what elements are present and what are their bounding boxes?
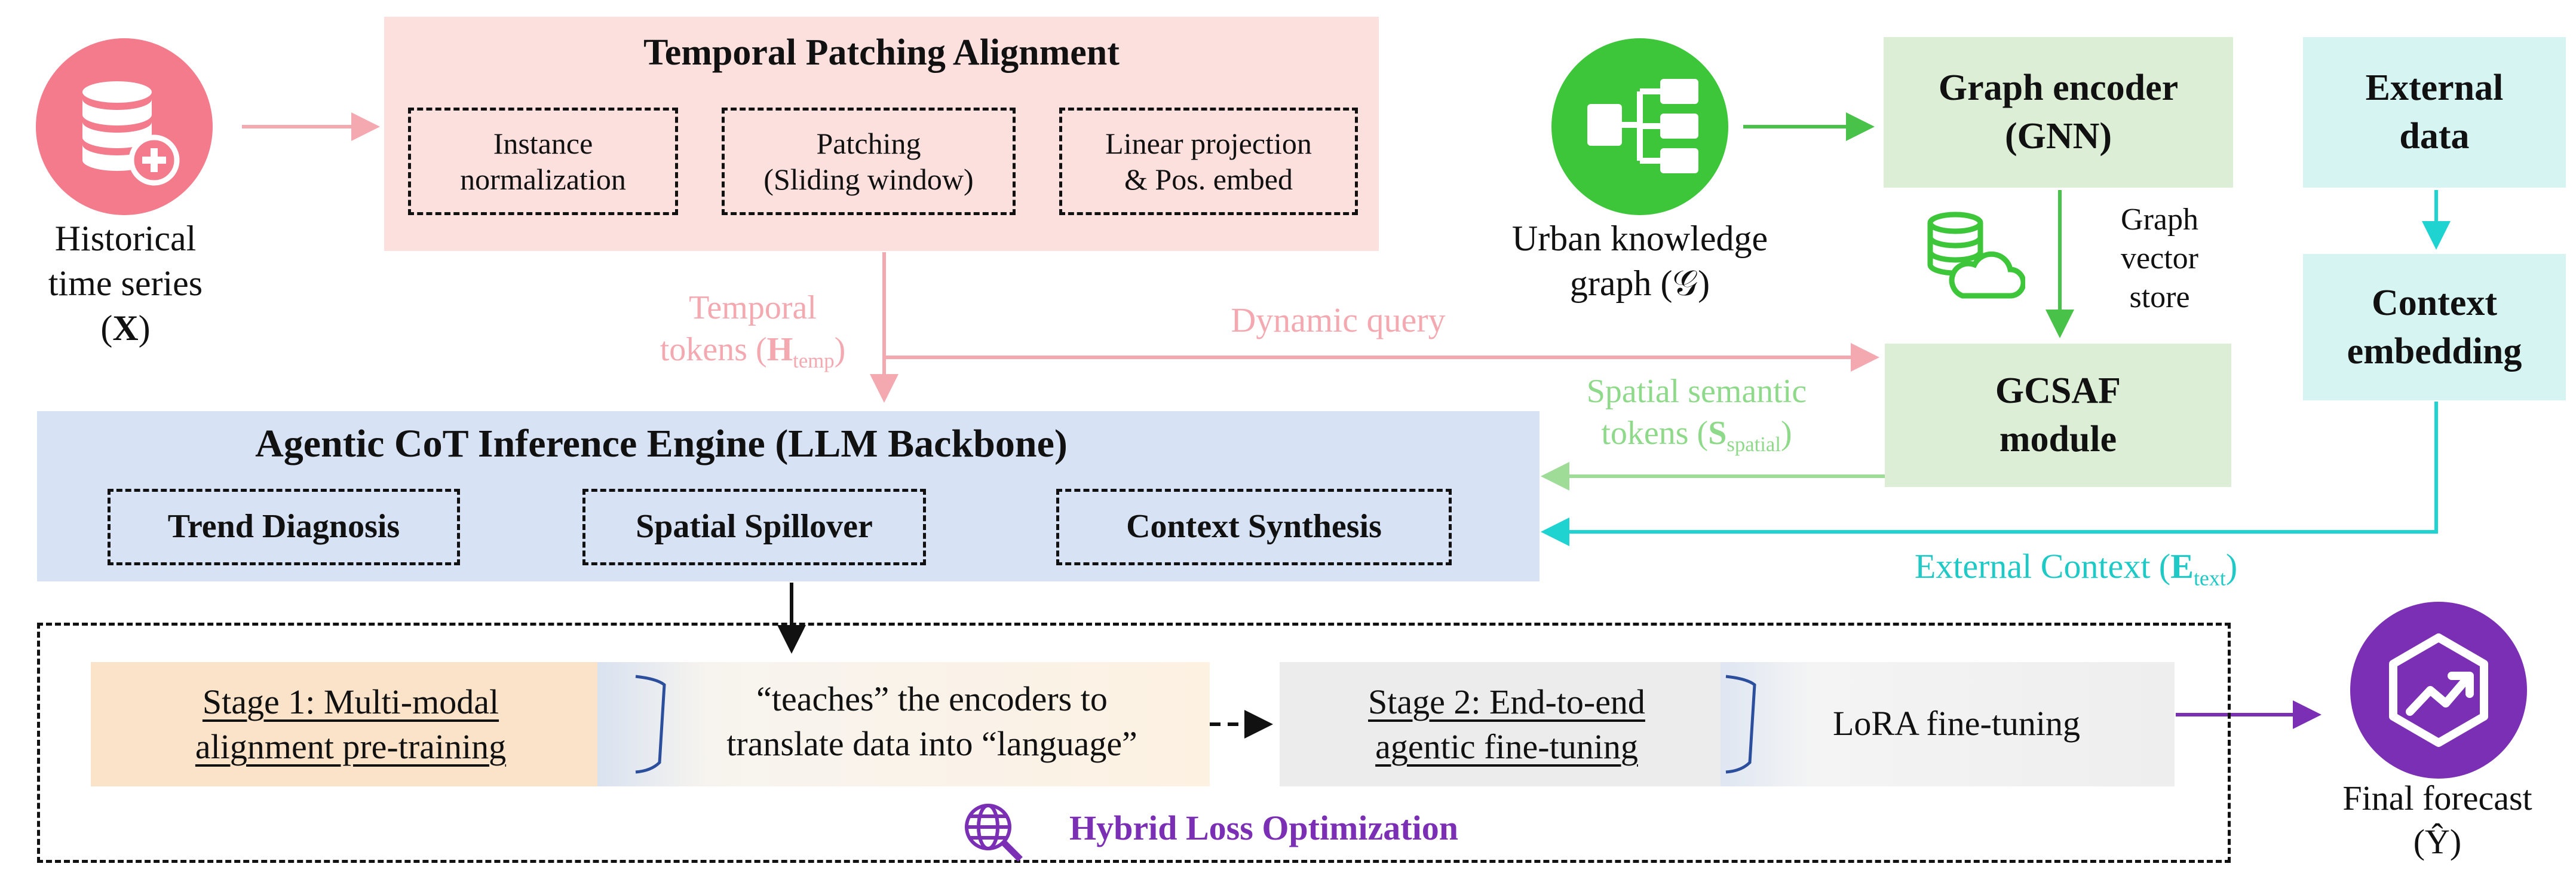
stage2-box: Stage 2: End-to-end agentic fine-tuning — [1280, 662, 1734, 786]
tpa-title: Temporal Patching Alignment — [643, 32, 1120, 73]
instance-normalization-line1: Instance — [493, 127, 593, 160]
temporal-tokens-sub: temp — [793, 349, 835, 373]
trend-diagnosis-label: Trend Diagnosis — [167, 508, 400, 546]
stage2-desc-box — [1721, 662, 2175, 786]
spatial-tokens-label: Spatial semantic tokens (Sspatial) — [1529, 370, 1864, 458]
spatial-spillover-box: Spatial Spillover — [582, 489, 926, 565]
temporal-tokens-line1: Temporal — [689, 289, 817, 326]
urban-kg-line1: Urban knowledge — [1511, 219, 1768, 258]
historical-time-series-label: Historical time series (X) — [24, 216, 227, 351]
gcsaf-line1: GCSAF — [1995, 370, 2121, 412]
spatial-tokens-sub: spatial — [1726, 433, 1781, 457]
cot-inference-engine-box — [37, 411, 1540, 581]
stage1-desc-box — [597, 662, 1210, 786]
historical-line2: time series (X) — [24, 261, 227, 351]
training-dashed-container — [37, 623, 2231, 863]
stage2-line1: Stage 2: End-to-end — [1368, 682, 1645, 721]
linear-projection-line2: & Pos. embed — [1124, 163, 1293, 196]
context-embedding-line1: Context — [2371, 282, 2498, 323]
arrow-context-to-cot — [1541, 402, 2438, 546]
stage1-desc-line2: translate data into “language” — [726, 724, 1137, 764]
historical-line2-post: ) — [138, 308, 151, 348]
external-context-post: ) — [2225, 547, 2238, 586]
gcsaf-line2: module — [1999, 419, 2117, 460]
final-forecast-line2: (Ŷ) — [2413, 822, 2462, 861]
historical-line1: Historical — [54, 219, 197, 258]
graph-encoder-line1: Graph encoder — [1938, 68, 2179, 109]
graph-vector-store-line2: vector — [2121, 241, 2198, 275]
final-forecast-label: Final forecast (Ŷ) — [2318, 777, 2557, 863]
stage2-line2: agentic fine-tuning — [1375, 727, 1638, 766]
spatial-tokens-symbol: S — [1708, 415, 1727, 452]
graph-vector-store-label: Graph vector store — [2079, 200, 2240, 317]
database-cloud-icon — [1921, 206, 2026, 305]
linear-projection-box: Linear projection& Pos. embed — [1059, 108, 1358, 215]
context-synthesis-box: Context Synthesis — [1056, 489, 1452, 565]
hybrid-loss-label: Hybrid Loss Optimization — [1069, 808, 1458, 847]
temporal-tokens-post: ) — [834, 331, 846, 368]
graph-vector-store-line3: store — [2129, 280, 2190, 314]
temporal-tokens-line2: tokens (Htemp) — [633, 329, 872, 374]
final-forecast-line1: Final forecast — [2342, 779, 2532, 817]
external-context-symbol: E — [2170, 547, 2194, 586]
temporal-patching-alignment-box — [384, 17, 1379, 251]
spatial-tokens-line2: tokens (Sspatial) — [1529, 412, 1864, 458]
external-data-box: External data — [2303, 37, 2566, 188]
dynamic-query-label: Dynamic query — [1231, 301, 1446, 339]
temporal-tokens-pre: tokens ( — [660, 331, 767, 368]
stage2-bracket-shape — [1725, 675, 1756, 774]
urban-kg-line2: graph (𝒢) — [1569, 264, 1710, 303]
stage1-bracket-shape — [635, 675, 666, 774]
database-add-icon — [35, 37, 214, 216]
chart-trend-up-icon — [2349, 601, 2528, 780]
gcsaf-module-box: GCSAF module — [1885, 344, 2231, 487]
historical-line2-pre: time series ( — [48, 264, 203, 348]
patching-line1: Patching — [816, 127, 921, 160]
stage1-line1: Stage 1: Multi-modal — [202, 682, 499, 721]
temporal-tokens-symbol: H — [766, 331, 793, 368]
external-context-pre: External Context ( — [1914, 547, 2171, 586]
trend-diagnosis-box: Trend Diagnosis — [108, 489, 460, 565]
external-context-sub: text — [2193, 566, 2226, 590]
external-context-label: External Context (Etext) — [1882, 545, 2270, 592]
context-embedding-box: Context embedding — [2303, 254, 2566, 400]
linear-projection-line1: Linear projection — [1105, 127, 1312, 160]
stage1-desc-line1: “teaches” the encoders to — [756, 679, 1108, 718]
temporal-tokens-label: Temporal tokens (Htemp) — [633, 287, 872, 374]
search-globe-icon — [962, 801, 1025, 863]
graph-encoder-line2: (GNN) — [2004, 116, 2112, 157]
spatial-tokens-post: ) — [1781, 415, 1792, 452]
stage1-box: Stage 1: Multi-modal alignment pre-traini… — [91, 662, 611, 786]
context-synthesis-label: Context Synthesis — [1126, 508, 1382, 546]
historical-symbol: X — [112, 308, 139, 348]
instance-normalization-line2: normalization — [460, 163, 626, 196]
graph-vector-store-line1: Graph — [2121, 203, 2198, 237]
graph-encoder-box: Graph encoder (GNN) — [1884, 37, 2233, 188]
stage2-desc-label: LoRA fine-tuning — [1832, 704, 2080, 743]
context-embedding-line2: embedding — [2347, 330, 2522, 372]
stage1-line2: alignment pre-training — [195, 727, 507, 766]
external-data-line1: External — [2365, 68, 2504, 109]
cot-title: Agentic CoT Inference Engine (LLM Backbo… — [255, 422, 1068, 466]
external-data-line2: data — [2399, 116, 2470, 157]
spatial-tokens-line1: Spatial semantic — [1586, 373, 1807, 410]
patching-line2: (Sliding window) — [763, 163, 974, 196]
urban-kg-label: Urban knowledge graph (𝒢) — [1499, 216, 1780, 306]
hierarchy-tree-icon — [1550, 37, 1729, 216]
patching-box: Patching(Sliding window) — [722, 108, 1016, 215]
spatial-spillover-label: Spatial Spillover — [636, 508, 873, 546]
stage1-desc-label: “teaches” the encoders to translate data… — [669, 676, 1195, 767]
spatial-tokens-pre: tokens ( — [1601, 415, 1709, 452]
